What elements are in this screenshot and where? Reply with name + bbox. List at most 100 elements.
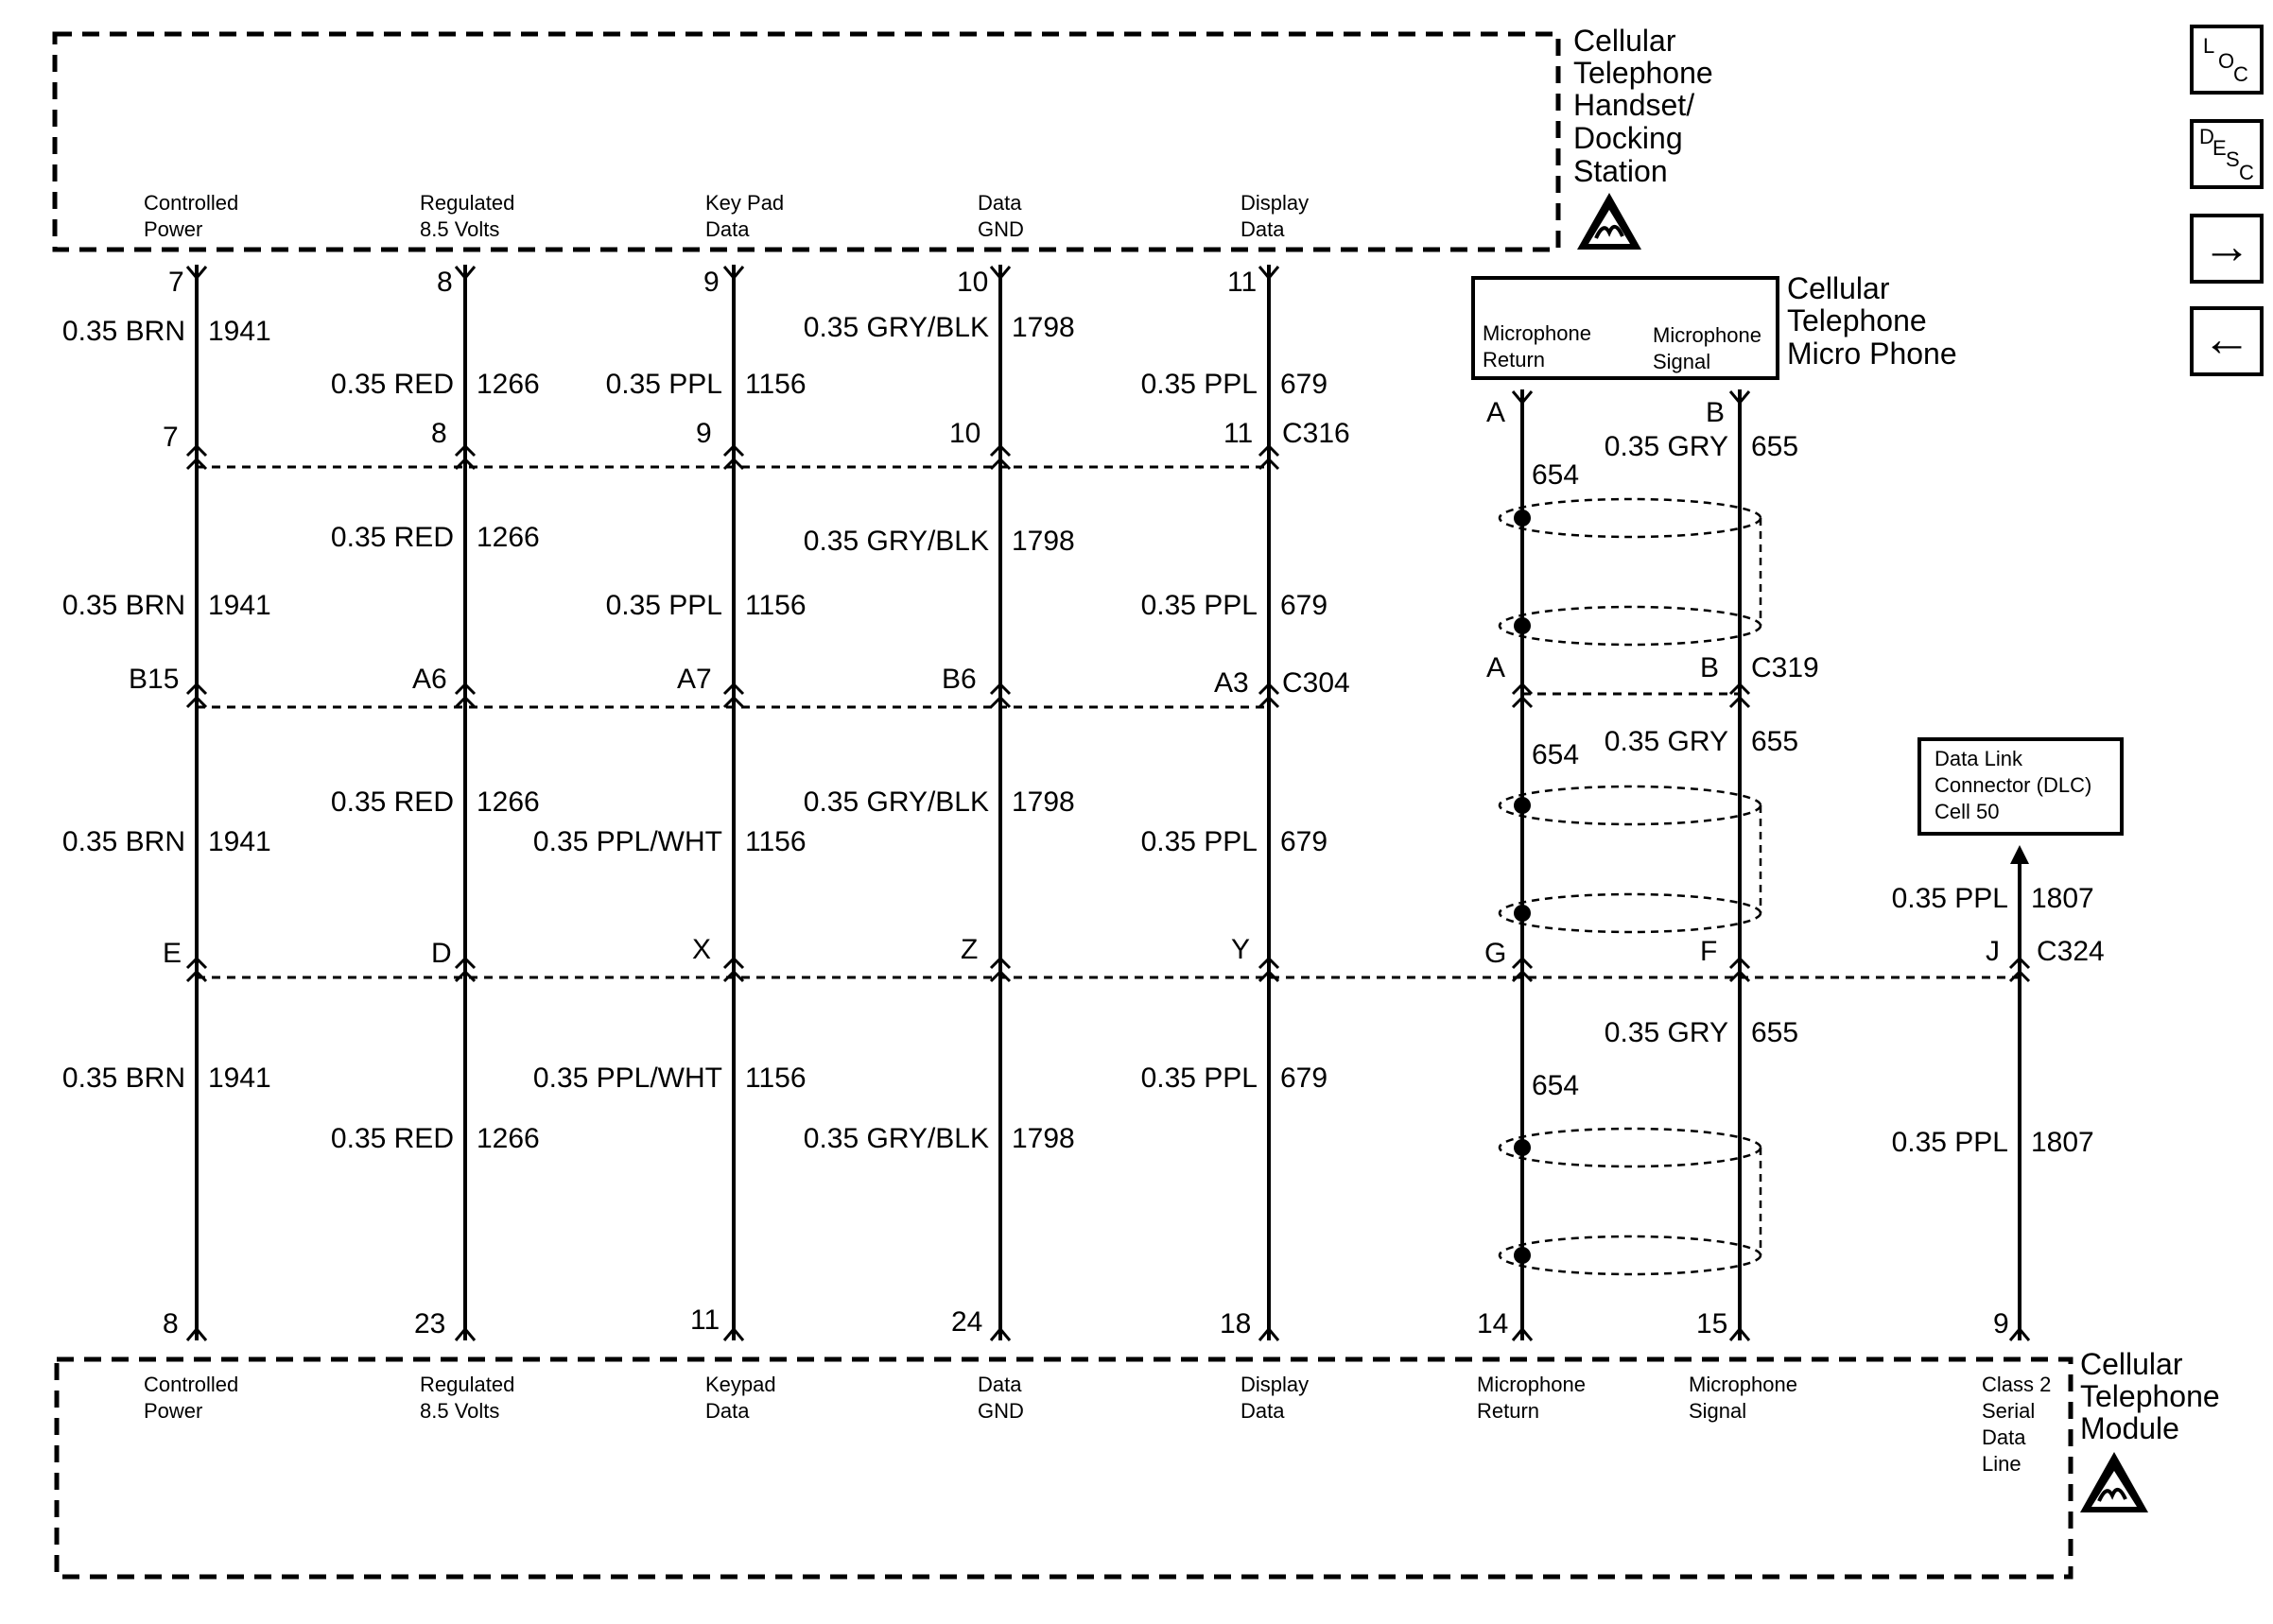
pin-number: 7 — [163, 422, 179, 453]
handset-title: Cellular Telephone Handset/ Docking Stat… — [1573, 24, 1713, 188]
handset-pin-label: GND — [978, 217, 1024, 241]
pin-number: 8 — [163, 1308, 179, 1339]
microphone-pin-label: Return — [1483, 348, 1545, 371]
module-pin-label: Microphone — [1689, 1373, 1797, 1396]
module-pin-label: Line — [1982, 1452, 2021, 1476]
pin-number: 11 — [1223, 418, 1253, 449]
wire-labels: 0.35 BRN 1941 0.35 RED 1266 0.35 PPL 115… — [62, 312, 2094, 1158]
pin-number: 10 — [957, 267, 988, 298]
pin-number: B6 — [942, 664, 977, 695]
circuit-number-label: 1941 — [208, 826, 271, 857]
nav-prev-button[interactable]: ← — [2190, 306, 2264, 376]
pin-number: 9 — [1993, 1308, 2009, 1339]
pin-number: B — [1700, 652, 1719, 683]
handset-pin-label: Data — [978, 191, 1022, 215]
module-pin-label: Data — [705, 1399, 750, 1423]
connector-name: C304 — [1282, 667, 1350, 699]
pin-number: B15 — [129, 664, 179, 695]
wire-color-label: 0.35 BRN — [62, 826, 185, 857]
microphone-title-line-1: Cellular — [1787, 271, 1890, 305]
dlc-outline — [1917, 737, 2124, 836]
pin-number: 8 — [431, 418, 447, 449]
wire-color-label: 0.35 BRN — [62, 590, 185, 621]
module-pin-label: 8.5 Volts — [420, 1399, 499, 1423]
circuit-number-label: 1156 — [745, 826, 807, 857]
handset-title-line-3: Handset/ — [1573, 88, 1694, 122]
pin-numbers: 7 8 9 10 11 A B 7 8 9 10 11 C316 B15 A6 … — [129, 267, 2105, 1339]
module-pin-label: Return — [1477, 1399, 1539, 1423]
connector-name: C319 — [1751, 652, 1819, 683]
desc-letter: E — [2212, 136, 2227, 160]
connector-lines — [197, 465, 2020, 979]
shield-3 — [1498, 1127, 1762, 1276]
module-pin-label: Class 2 — [1982, 1373, 2051, 1396]
wires — [195, 265, 2029, 1340]
pin-number: 18 — [1220, 1308, 1251, 1339]
handset-pin-label: Display — [1241, 191, 1309, 215]
connector-name: C324 — [2037, 936, 2105, 967]
pin-number: B — [1706, 397, 1725, 428]
pin-number: 11 — [1227, 267, 1257, 298]
dlc-title-line-2: Connector (DLC) — [1935, 773, 2091, 797]
wire-color-label: 0.35 BRN — [62, 1063, 185, 1094]
pin-number: Y — [1231, 934, 1250, 965]
wire-color-label: 0.35 GRY/BLK — [804, 786, 989, 818]
wire-color-label: 0.35 RED — [331, 522, 454, 553]
module-title-line-2: Telephone — [2080, 1379, 2220, 1413]
wire-color-label: 0.35 GRY/BLK — [804, 526, 989, 557]
pin-number: F — [1700, 936, 1717, 967]
esd-icon — [2080, 1452, 2148, 1512]
desc-letter: S — [2226, 147, 2240, 171]
circuit-number-label: 1266 — [477, 1123, 540, 1154]
loc-letter: C — [2233, 62, 2248, 86]
shields — [1498, 497, 1762, 1276]
handset-pin-label: Power — [144, 217, 202, 241]
circuit-number-label: 1798 — [1012, 526, 1075, 557]
loc-letter: O — [2218, 49, 2234, 73]
handset-title-line-1: Cellular — [1573, 24, 1676, 58]
module-pin-label: Display — [1241, 1373, 1309, 1396]
handset-title-line-4: Docking — [1573, 121, 1683, 155]
wire-color-label: 0.35 RED — [331, 786, 454, 818]
nav-loc-button[interactable]: L O C — [2190, 25, 2264, 95]
pin-number: E — [163, 938, 182, 969]
circuit-number-label: 1266 — [477, 522, 540, 553]
handset-title-line-2: Telephone — [1573, 56, 1713, 90]
module-pin-label: Serial — [1982, 1399, 2035, 1423]
nav-next-button[interactable]: → — [2190, 214, 2264, 284]
pin-number: A3 — [1214, 667, 1249, 699]
handset-pin-label: Data — [705, 217, 750, 241]
wire-color-label: 0.35 GRY — [1605, 431, 1728, 462]
pin-number: A — [1486, 652, 1505, 683]
handset-pin-label: 8.5 Volts — [420, 217, 499, 241]
wire-color-label: 0.35 GRY/BLK — [804, 1123, 989, 1154]
handset-outline — [52, 31, 1561, 252]
loc-letter: L — [2203, 34, 2214, 58]
pin-number: 14 — [1477, 1308, 1508, 1339]
wire-color-label: 0.35 GRY/BLK — [804, 312, 989, 343]
module-pin-label: Data — [1241, 1399, 1285, 1423]
pin-number: Z — [961, 934, 978, 965]
shield-1 — [1498, 497, 1762, 647]
pin-number: 9 — [703, 267, 720, 298]
circuit-number-label: 1807 — [2031, 1127, 2094, 1158]
esd-icon — [1577, 193, 1641, 250]
module-pin-label: Signal — [1689, 1399, 1746, 1423]
pin-number: 7 — [168, 267, 184, 298]
circuit-number-label: 1798 — [1012, 1123, 1075, 1154]
circuit-number-label: 654 — [1532, 459, 1579, 491]
pin-number: A6 — [412, 664, 447, 695]
microphone-pin-label: Microphone — [1653, 323, 1761, 347]
wire-color-label: 0.35 PPL — [606, 590, 722, 621]
circuit-number-label: 1156 — [745, 369, 807, 400]
circuit-number-label: 655 — [1751, 726, 1798, 757]
pin-number: D — [431, 938, 452, 969]
handset-title-line-5: Station — [1573, 154, 1668, 188]
handset-pin-label: Regulated — [420, 191, 514, 215]
pin-number: 11 — [690, 1304, 720, 1336]
microphone-title-line-2: Telephone — [1787, 303, 1927, 337]
circuit-number-label: 1798 — [1012, 786, 1075, 818]
desc-letter: C — [2239, 161, 2254, 184]
wire-color-label: 0.35 BRN — [62, 316, 185, 347]
nav-desc-button[interactable]: D E S C — [2190, 119, 2264, 189]
